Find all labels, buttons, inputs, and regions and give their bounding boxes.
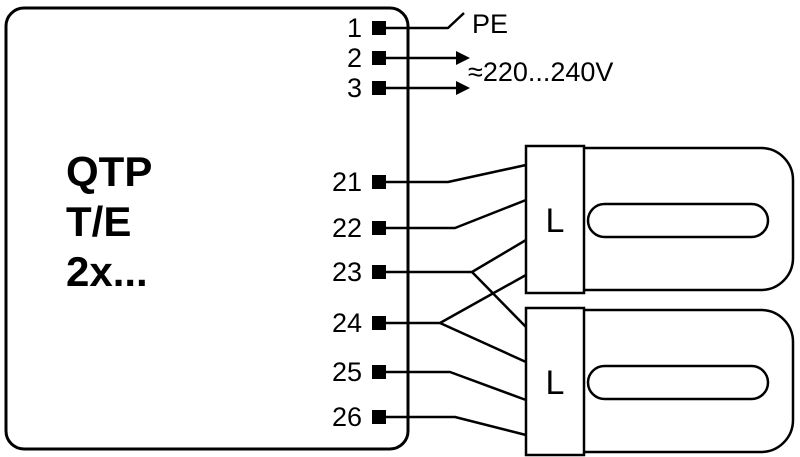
terminal-3: 3 bbox=[347, 73, 386, 103]
wire-pe bbox=[386, 12, 465, 30]
terminal-24-pad bbox=[372, 316, 386, 330]
terminal-1-label: 1 bbox=[347, 13, 362, 43]
terminal-2-label: 2 bbox=[347, 43, 362, 73]
lamp-2-base bbox=[524, 306, 586, 457]
terminal-24-label: 24 bbox=[332, 308, 362, 338]
terminal-2: 2 bbox=[347, 43, 386, 73]
wire-terminal-22 bbox=[386, 198, 527, 230]
terminal-24: 24 bbox=[332, 308, 386, 338]
terminal-25-label: 25 bbox=[332, 357, 362, 387]
terminal-23: 23 bbox=[332, 257, 386, 287]
terminal-25-pad bbox=[372, 365, 386, 379]
pe-label: PE bbox=[472, 9, 508, 39]
mains-voltage-label: ≈220...240V bbox=[468, 57, 613, 87]
terminal-26: 26 bbox=[332, 402, 386, 432]
terminal-21-label: 21 bbox=[332, 167, 362, 197]
lamp-2-label: L bbox=[546, 364, 565, 402]
lamp-1: L bbox=[524, 144, 795, 295]
terminal-1: 1 bbox=[347, 13, 386, 43]
mains-arrow-icon bbox=[456, 81, 470, 95]
terminal-3-label: 3 bbox=[347, 73, 362, 103]
terminal-26-label: 26 bbox=[332, 402, 362, 432]
lamp-1-tube-slot bbox=[586, 202, 770, 239]
terminal-1-pad bbox=[372, 21, 386, 35]
terminal-23-label: 23 bbox=[332, 257, 362, 287]
ballast: QTP T/E 2x... bbox=[4, 6, 410, 451]
ballast-model-line-3: 2x... bbox=[66, 248, 148, 295]
terminal-21: 21 bbox=[332, 167, 386, 197]
terminal-21-pad bbox=[372, 175, 386, 189]
terminal-23-pad bbox=[372, 265, 386, 279]
mains-wiring: PE ≈220...240V bbox=[386, 9, 613, 95]
wire-terminal-24-lamp2 bbox=[439, 321, 527, 364]
terminal-22-label: 22 bbox=[332, 213, 362, 243]
lamp-2: L bbox=[524, 306, 795, 457]
lamp-2-tube-slot bbox=[586, 364, 770, 401]
terminal-3-pad bbox=[372, 81, 386, 95]
wire-terminal-23-lamp2 bbox=[471, 271, 527, 328]
wire-terminal-26 bbox=[386, 415, 527, 437]
terminal-2-pad bbox=[372, 51, 386, 65]
terminal-25: 25 bbox=[332, 357, 386, 387]
terminal-22: 22 bbox=[332, 213, 386, 243]
wire-terminal-25 bbox=[386, 370, 527, 402]
ballast-model-line-1: QTP bbox=[66, 148, 152, 195]
terminal-26-pad bbox=[372, 410, 386, 424]
terminal-22-pad bbox=[372, 221, 386, 235]
lamp-1-base bbox=[524, 144, 586, 295]
terminals: 1 2 3 21 22 23 bbox=[332, 13, 386, 432]
mains-arrow-icon bbox=[456, 51, 470, 65]
ballast-model-line-2: T/E bbox=[66, 198, 131, 245]
lamp-wiring bbox=[386, 163, 527, 437]
wire-terminal-21 bbox=[386, 163, 527, 184]
lamp-1-label: L bbox=[546, 202, 565, 240]
